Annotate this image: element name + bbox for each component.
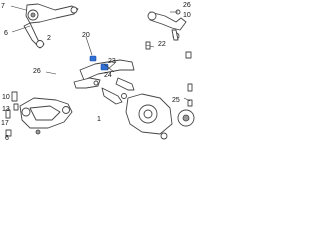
- callout-7: 7: [1, 3, 5, 10]
- callout-6-bottom: 6: [5, 135, 9, 142]
- upper-control-arm-right: [147, 9, 187, 41]
- toe-link-center: [73, 77, 123, 105]
- callout-6: 6: [4, 30, 8, 37]
- knuckle-hub-assembly: [125, 93, 195, 140]
- callout-13: 13: [2, 106, 10, 113]
- bushing-highlight-upper: [89, 55, 97, 62]
- bolts-left: [5, 91, 19, 137]
- callout-22: 22: [158, 41, 166, 48]
- callout-1: 1: [97, 116, 101, 123]
- exploded-parts-diagram: [5, 3, 195, 140]
- callout-17: 17: [1, 120, 9, 127]
- lower-control-arm-left: [19, 97, 73, 135]
- trailing-arm-upper-left: [23, 3, 79, 49]
- callout-23: 23: [108, 58, 116, 65]
- callout-26-top: 26: [183, 2, 191, 9]
- callout-24: 24: [104, 72, 112, 79]
- callout-2: 2: [47, 35, 51, 42]
- callout-20: 20: [82, 32, 90, 39]
- bushing-highlight-lower: [100, 63, 109, 71]
- callout-25: 25: [172, 97, 180, 104]
- callout-10-mid: 10: [2, 94, 10, 101]
- callout-26-mid: 26: [33, 68, 41, 75]
- callout-10-top: 10: [183, 12, 191, 19]
- bolt-10: [11, 91, 18, 102]
